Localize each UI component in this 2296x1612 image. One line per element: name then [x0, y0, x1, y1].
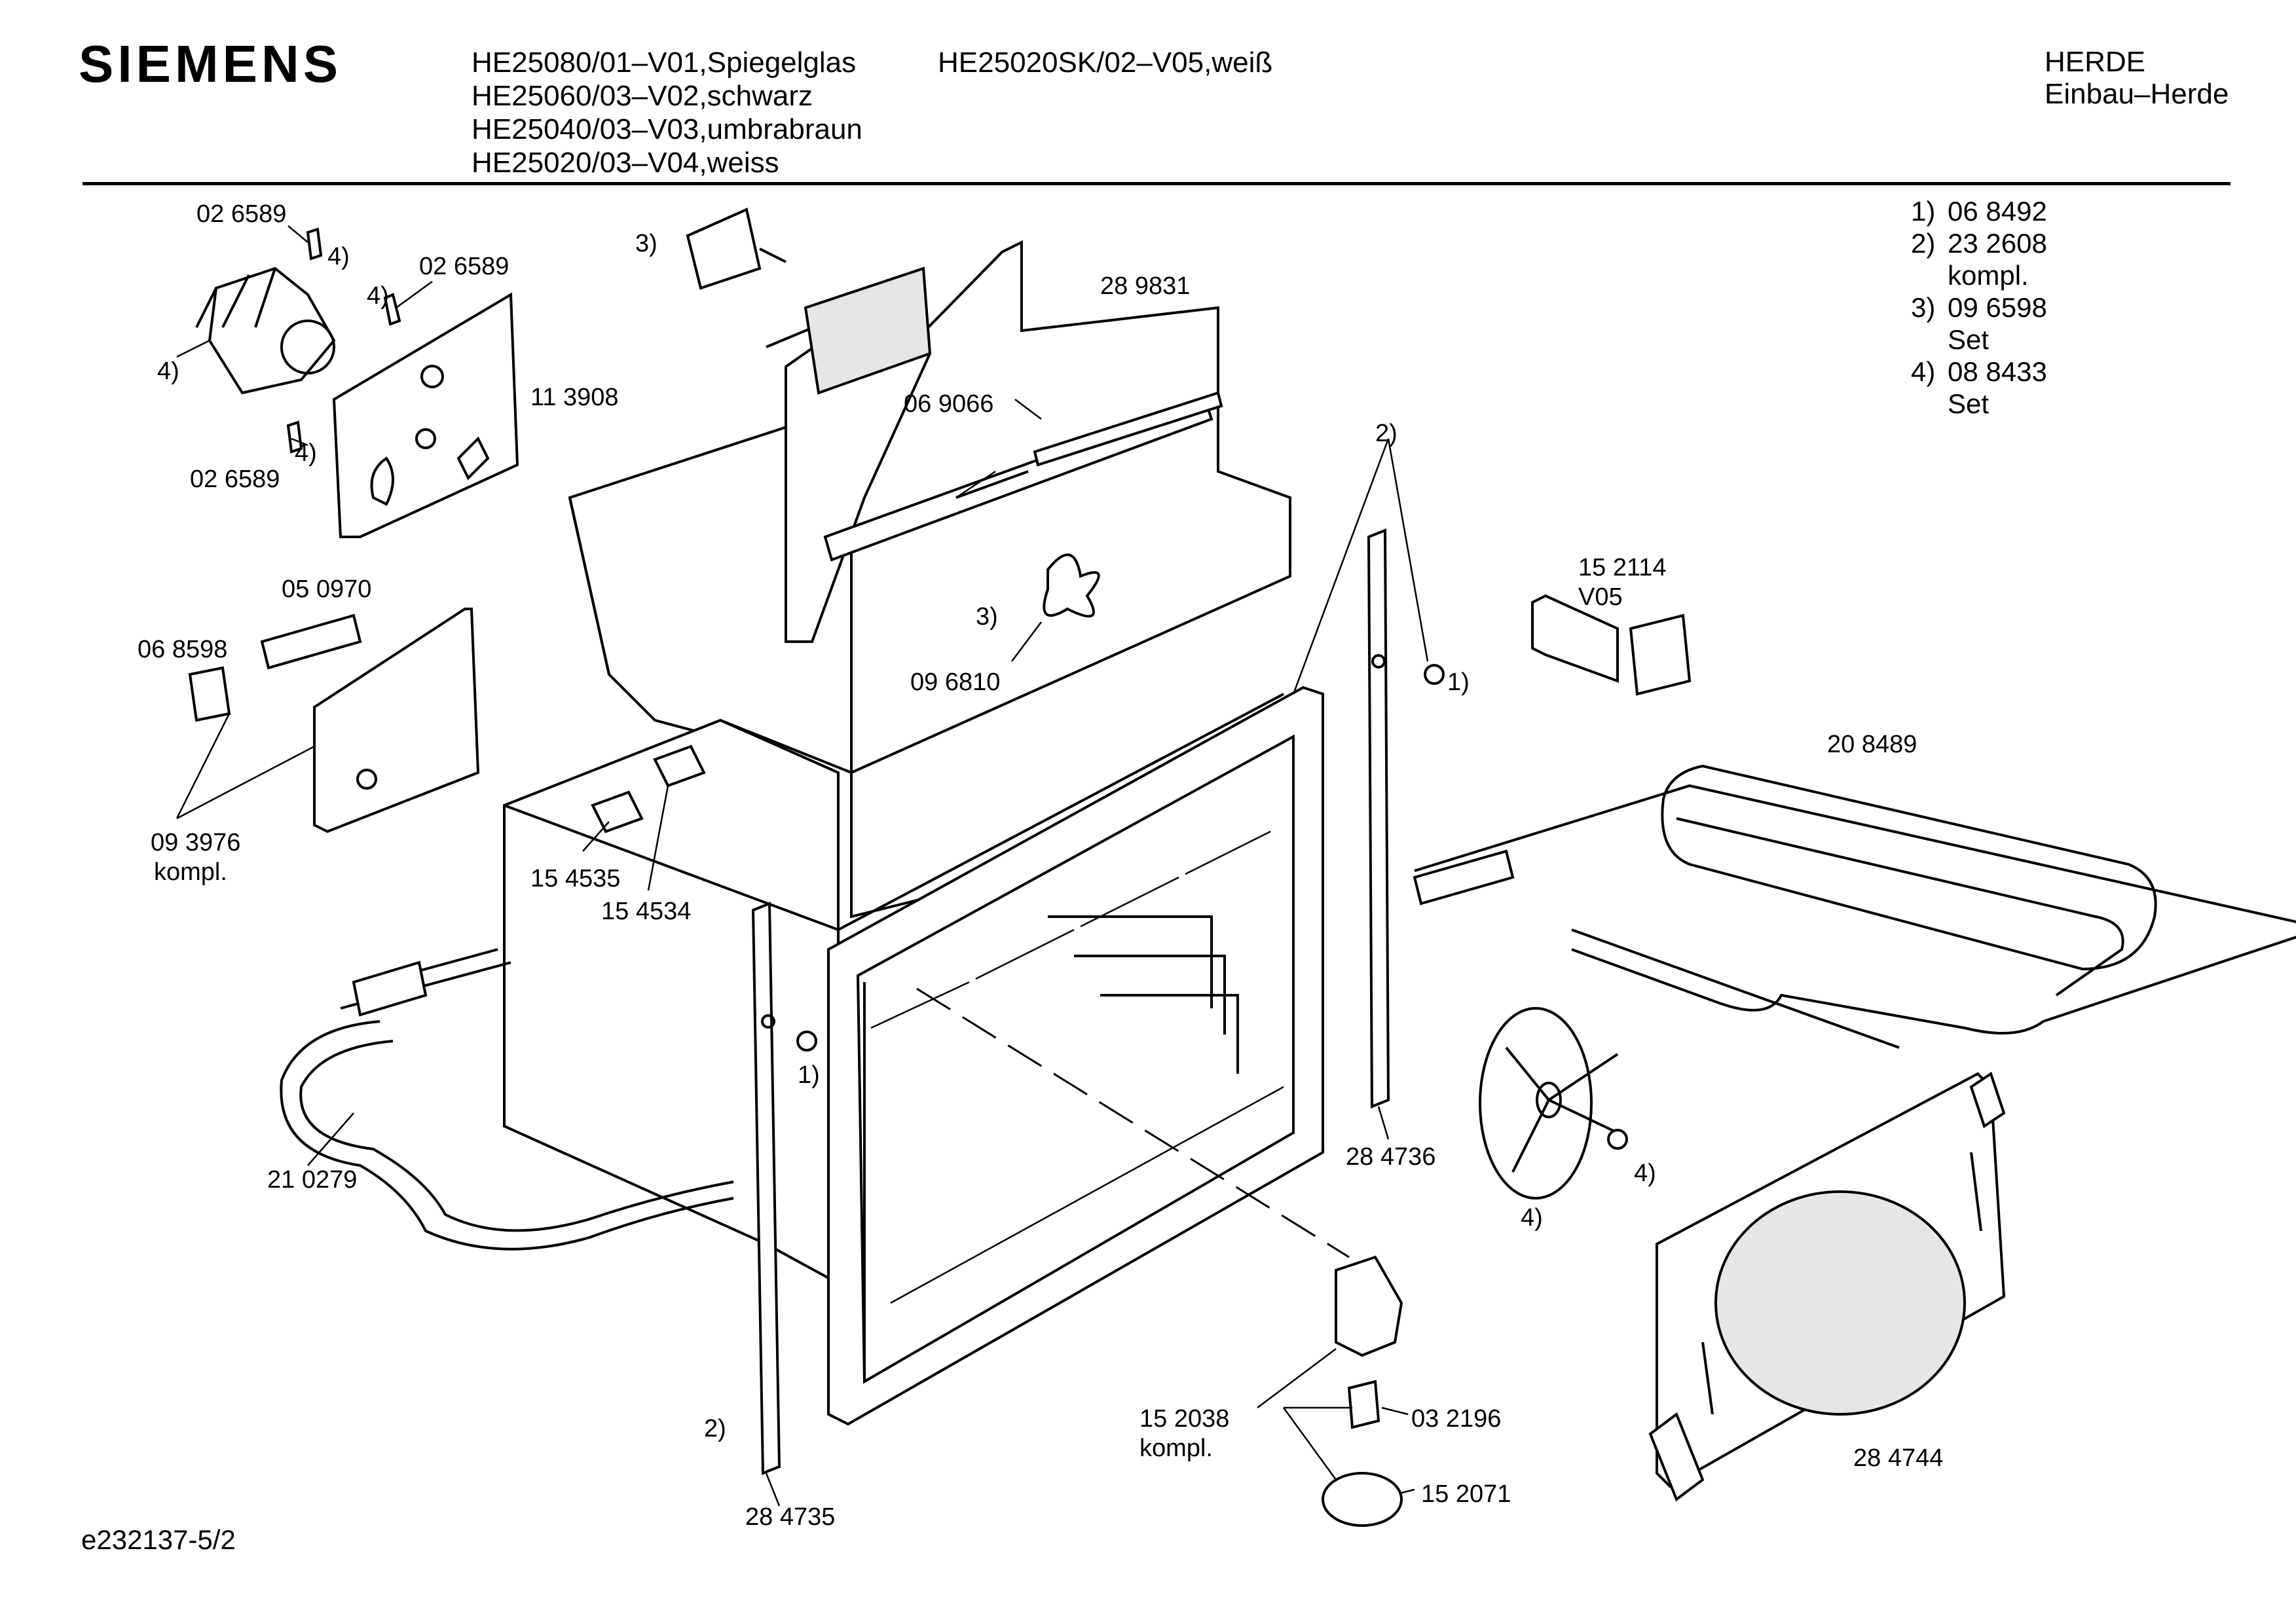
note-marker: 3)	[635, 230, 657, 257]
document-id: e232137-5/2	[81, 1524, 236, 1555]
category-line: HERDE	[2045, 46, 2146, 78]
part-label: 15 2038	[1139, 1405, 1230, 1433]
lamp-axis-dashed-line	[916, 987, 1350, 1258]
model-line: HE25020SK/02–V05,weiß	[938, 46, 1273, 79]
model-line: HE25060/03–V02,schwarz	[472, 80, 813, 112]
mounting-bracket	[1531, 594, 1692, 696]
side-rail-right	[1367, 528, 1390, 1108]
grill-heating-element	[1413, 764, 2296, 1049]
oven-lamp	[1322, 1255, 1403, 1527]
part-label: V05	[1578, 583, 1623, 611]
part-label: 06 9066	[904, 390, 994, 418]
note-marker: 4)	[295, 439, 317, 467]
part-label: 15 4534	[601, 898, 692, 925]
motor-bracket-plate	[332, 292, 519, 538]
legend-row: Set	[1948, 324, 1990, 355]
leader-lines	[176, 225, 1429, 1507]
part-label: 09 3976	[151, 829, 241, 856]
thermostats	[591, 744, 706, 833]
part-label: 28 4735	[745, 1503, 836, 1531]
note-marker: 4)	[367, 282, 389, 310]
part-label: 15 4535	[530, 865, 621, 892]
part-label: 03 2196	[1411, 1405, 1502, 1433]
note-marker: 4)	[1634, 1160, 1656, 1187]
model-list-right: HE25020SK/02–V05,weiß	[938, 46, 1272, 79]
model-line: HE25020/03–V04,weiss	[472, 147, 779, 179]
part-label: 21 0279	[267, 1166, 358, 1194]
note-marker: 2)	[704, 1415, 726, 1442]
rear-fan-wheel	[1479, 1007, 1619, 1200]
part-label: 15 2114	[1578, 554, 1667, 581]
part-label: 05 0970	[282, 576, 372, 603]
spring-clips	[286, 227, 401, 454]
rear-fan-cover	[1648, 1071, 2006, 1502]
header-divider	[83, 182, 2231, 185]
damper-motor	[686, 208, 787, 290]
part-label: 28 4736	[1346, 1143, 1436, 1171]
note-marker: 3)	[976, 603, 998, 631]
brand-logo: SIEMENS	[79, 35, 343, 93]
part-label: kompl.	[1139, 1435, 1213, 1462]
front-frame	[827, 686, 1324, 1426]
bottom-heating-element	[280, 948, 734, 1251]
part-label: 02 6589	[419, 253, 509, 280]
fan-motor	[195, 266, 336, 395]
parts-legend: 1)06 8492 2)23 2608 kompl. 3)09 6598 Set…	[1911, 195, 2047, 420]
part-label: 06 8598	[138, 636, 228, 663]
part-label: 11 3908	[530, 384, 619, 411]
part-label: 20 8489	[1827, 731, 1917, 758]
category-line: Einbau–Herde	[2045, 78, 2229, 110]
note-marker: 1)	[1447, 669, 1470, 696]
duct-cover-assembly	[568, 240, 1291, 775]
model-line: HE25080/01–V01,Spiegelglas	[472, 46, 857, 79]
note-marker: 4)	[327, 243, 350, 270]
convection-fan-blade	[1043, 553, 1100, 618]
legend-row: kompl.	[1948, 260, 2029, 291]
model-line: HE25040/03–V03,umbrabraun	[472, 113, 862, 145]
note-marker: 4)	[157, 357, 179, 385]
part-label: 15 2071	[1421, 1480, 1511, 1508]
note-marker: 4)	[1521, 1204, 1543, 1232]
legend-row: Set	[1948, 388, 1990, 419]
side-rail-left	[751, 902, 781, 1475]
legend-row: 2)23 2608	[1911, 228, 2047, 259]
legend-row: 1)06 8492	[1911, 196, 2047, 227]
switch-module	[188, 608, 480, 833]
part-label: kompl.	[154, 858, 227, 886]
product-category: HERDE Einbau–Herde	[2045, 46, 2229, 110]
part-label: 02 6589	[190, 466, 280, 493]
note-marker: 1)	[798, 1061, 820, 1089]
screws	[796, 664, 1628, 1150]
legend-row: 4)08 8433	[1911, 356, 2047, 387]
model-list-left: HE25080/01–V01,Spiegelglas HE25060/03–V0…	[472, 46, 862, 179]
note-marker: 2)	[1375, 420, 1398, 447]
part-label: 09 6810	[910, 669, 1001, 696]
part-label: 28 9831	[1100, 272, 1191, 300]
part-label: 02 6589	[196, 200, 287, 228]
part-label: 28 4744	[1853, 1444, 1944, 1472]
legend-row: 3)09 6598	[1911, 292, 2047, 323]
